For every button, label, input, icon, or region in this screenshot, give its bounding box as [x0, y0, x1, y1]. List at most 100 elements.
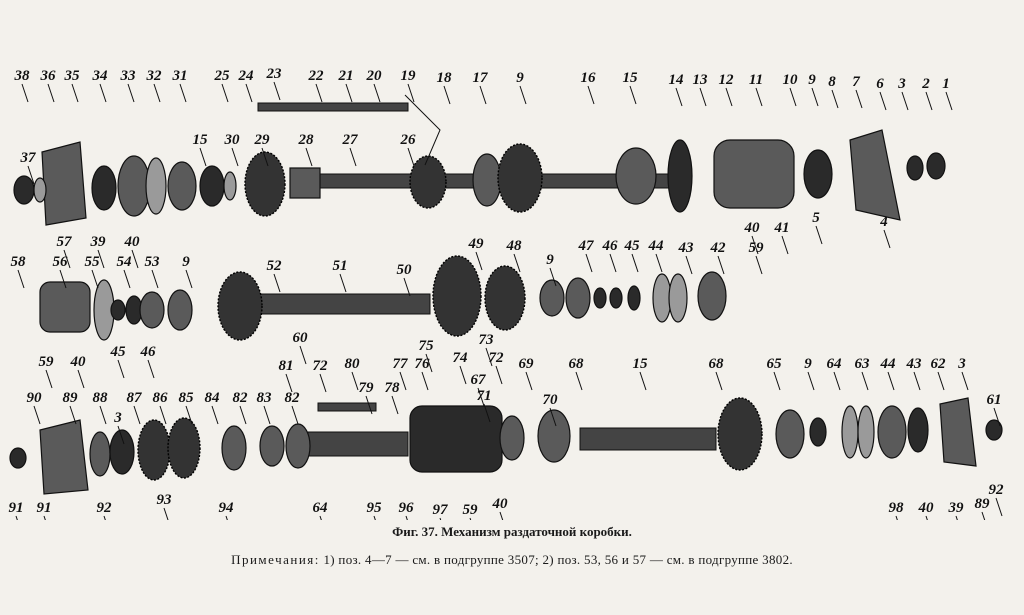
leader-row1-21	[725, 87, 733, 107]
gear-52	[217, 271, 263, 341]
leader-row1-19	[675, 87, 683, 107]
ring-9	[472, 153, 502, 207]
callout-row1-19: 14	[669, 72, 685, 88]
gear-29	[244, 151, 286, 217]
row2-assembly	[39, 255, 727, 341]
callout-row3-19: 74	[453, 350, 469, 366]
cover-6	[849, 129, 901, 221]
leader-row2-8	[403, 277, 411, 297]
leader-row3-7	[211, 405, 219, 425]
ring-45b	[627, 285, 641, 311]
leader-row1-18	[629, 85, 637, 105]
callout-row3-7: 84	[205, 390, 221, 406]
callout-row3-5: 86	[153, 390, 169, 406]
callout-row3-30: 9	[804, 356, 812, 372]
leader-row2-16	[685, 255, 693, 275]
callout-row3-48: 40	[492, 496, 509, 512]
callout-row1-6: 31	[172, 68, 188, 84]
bearing-15c	[537, 409, 571, 463]
washer-36	[33, 177, 47, 203]
callout-row3-36: 3	[957, 356, 966, 372]
callout-row3-39: 91	[37, 500, 52, 516]
callout-row2-20: 40	[70, 354, 87, 370]
callout-row1-40: 5	[812, 210, 820, 226]
washer-2	[906, 155, 924, 181]
leader-row3-42	[225, 515, 228, 520]
flange-35	[41, 141, 87, 226]
callout-row2-22: 46	[140, 344, 157, 360]
rear-shaft	[579, 427, 717, 451]
gasket-32	[145, 157, 167, 215]
callout-row1-25: 8	[828, 74, 836, 90]
callout-row3-11: 81	[279, 358, 294, 374]
callout-row3-46: 97	[433, 502, 449, 518]
leader-row3-37	[993, 407, 1001, 427]
leader-row1-0	[21, 83, 29, 103]
callout-row1-4: 33	[120, 68, 137, 84]
callout-row1-26: 7	[852, 74, 860, 90]
leader-row1-28	[901, 91, 909, 111]
leader-row1-10	[315, 83, 323, 103]
callout-row2-8: 50	[397, 262, 413, 278]
callout-row3-8: 82	[233, 390, 249, 406]
leader-row1-41	[883, 229, 891, 249]
callout-row3-9: 83	[257, 390, 273, 406]
leader-row1-37	[407, 147, 415, 167]
callout-row1-14: 18	[437, 70, 453, 86]
leader-row1-23	[789, 87, 797, 107]
leader-row2-20	[77, 369, 85, 389]
leader-row2-2	[91, 269, 99, 289]
leader-row3-44	[373, 515, 376, 520]
figure-caption: Фиг. 37. Механизм раздаточной коробки.	[392, 524, 632, 539]
leader-row3-18	[425, 353, 433, 373]
leader-row2-13	[609, 253, 617, 273]
callout-row2-21: 45	[110, 344, 127, 360]
callout-row1-9: 23	[266, 66, 283, 82]
ring-30	[223, 171, 237, 201]
leader-row1-14	[443, 85, 451, 105]
leader-row2-10	[513, 253, 521, 273]
leader-row3-33	[887, 371, 895, 391]
leader-row1-30	[945, 91, 953, 111]
callout-row3-44: 95	[367, 500, 383, 516]
upper-shaft	[257, 102, 409, 112]
leader-row2-3	[123, 269, 131, 289]
seal-34	[91, 165, 117, 211]
leader-row1-38	[751, 235, 759, 255]
leader-row1-1	[47, 83, 55, 103]
gear-48	[484, 265, 526, 331]
leader-row3-3	[117, 425, 125, 445]
callout-row3-45: 96	[399, 500, 415, 516]
callout-row2-9: 49	[468, 236, 485, 252]
front-shaft	[307, 431, 409, 457]
leader-row3-12	[319, 373, 327, 393]
leader-row3-0	[33, 405, 41, 425]
leader-row2-18	[755, 255, 763, 275]
shim-43	[668, 273, 688, 323]
leader-row2-6	[273, 273, 281, 293]
leader-row3-2	[99, 405, 107, 425]
bearing-83	[259, 425, 285, 467]
callout-row3-14: 79	[359, 380, 375, 396]
leader-row3-47	[469, 517, 472, 520]
callout-row1-37: 26	[400, 132, 417, 148]
callout-row3-37: 61	[987, 392, 1002, 408]
callout-row3-53: 92	[989, 482, 1005, 498]
callout-row3-22: 69	[519, 356, 535, 372]
leader-row1-44	[131, 249, 139, 269]
callout-row1-44: 40	[124, 234, 141, 250]
leader-row1-36	[349, 147, 357, 167]
callout-row3-21: 72	[489, 350, 505, 366]
ring-13	[667, 139, 693, 213]
callout-row1-18: 15	[623, 70, 639, 86]
cover-33	[117, 155, 151, 217]
leader-row3-23	[575, 371, 583, 391]
leader-row3-8	[239, 405, 247, 425]
callout-row3-35: 62	[931, 356, 947, 372]
leader-row3-6	[185, 405, 193, 425]
bearing-9d	[539, 279, 565, 317]
leader-row2-12	[585, 253, 593, 273]
callout-row3-15: 78	[385, 380, 401, 396]
leader-row3-32	[861, 371, 869, 391]
